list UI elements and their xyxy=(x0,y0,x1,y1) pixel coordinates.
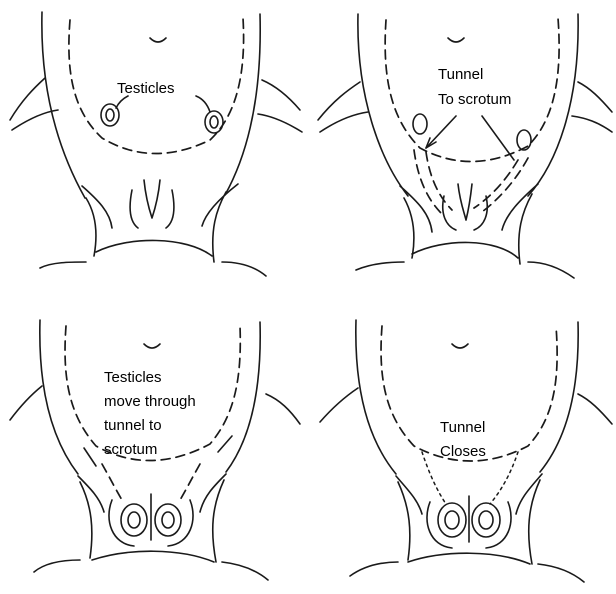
crotch-line xyxy=(356,242,574,278)
testicle-left-inner xyxy=(106,109,114,121)
tunnel-opening-left xyxy=(84,448,96,466)
arm-line-left xyxy=(10,386,42,420)
abdomen-outline-left xyxy=(42,12,85,198)
testicle-right-inner xyxy=(162,512,174,528)
arm-line-left xyxy=(320,388,358,422)
panel-bottom-left-label-line-4: scrotum xyxy=(104,441,157,458)
abdomen-outline-left xyxy=(358,14,408,196)
pointer-line-left xyxy=(426,116,456,148)
abdomen-outline-left xyxy=(40,320,78,474)
panel-bottom-left-label-line-1: Testicles xyxy=(104,369,162,386)
crotch-line xyxy=(34,551,268,580)
abdomen-outline-right xyxy=(225,14,260,195)
navel-icon xyxy=(448,38,464,42)
panel-top-right: Tunnel To scrotum xyxy=(318,14,612,278)
panel-bottom-right: Tunnel Closes xyxy=(320,320,612,582)
testicle-right-inner xyxy=(479,511,493,529)
tunnel-right xyxy=(180,464,200,500)
panel-bottom-left-label-line-2: move through xyxy=(104,393,196,410)
navel-icon xyxy=(150,38,166,42)
thigh-line-right xyxy=(213,192,226,262)
testicle-right xyxy=(472,503,500,537)
tunnel-left-inner xyxy=(426,152,452,210)
panel-bottom-left-label-line-3: tunnel to xyxy=(104,417,162,434)
testicle-left xyxy=(413,114,427,134)
testicle-left xyxy=(121,504,147,536)
arm-line-right xyxy=(262,80,300,110)
thigh-line-right xyxy=(519,194,532,264)
abdomen-outline-right xyxy=(540,322,578,472)
testicle-right-inner xyxy=(210,116,218,128)
arm-line-right xyxy=(266,394,300,424)
pointer-line-left xyxy=(116,96,128,108)
panel-top-left: Testicles xyxy=(10,12,302,276)
crotch-line xyxy=(40,240,266,276)
panel-bottom-right-label-line-1: Tunnel xyxy=(440,419,485,436)
arm-line-left xyxy=(318,82,360,120)
testicle-left xyxy=(438,503,466,537)
testicle-right xyxy=(517,130,531,150)
abdomen-outline-right xyxy=(528,14,578,196)
abdomen-outline-right xyxy=(226,322,260,472)
pointer-line-right xyxy=(196,96,210,112)
thigh-line-left xyxy=(86,198,96,256)
tunnel-opening-right xyxy=(218,436,232,452)
navel-icon xyxy=(452,344,468,348)
navel-icon xyxy=(144,344,160,348)
tunnel-left xyxy=(102,464,122,500)
thigh-line-left xyxy=(404,198,414,258)
arm-line-left-lower xyxy=(320,112,368,132)
pointer-line-right xyxy=(482,116,514,160)
closed-tunnel-right xyxy=(490,452,518,504)
panel-top-right-label-line-2: To scrotum xyxy=(438,91,511,108)
cavity-dashed-outline xyxy=(385,18,559,162)
groin-outline xyxy=(78,474,226,512)
panel-bottom-left: Testicles move through tunnel to scrotum xyxy=(10,320,300,580)
testicle-left-inner xyxy=(128,512,140,528)
testicle-left-inner xyxy=(445,511,459,529)
testicle-right xyxy=(205,111,223,133)
scrotum-outline xyxy=(427,496,511,548)
arm-line-right-lower xyxy=(258,114,302,132)
panel-top-right-label-line-1: Tunnel xyxy=(438,66,483,83)
panel-bottom-right-label-line-2: Closes xyxy=(440,443,486,460)
thigh-line-left xyxy=(398,482,410,560)
cavity-dashed-outline xyxy=(381,326,557,461)
arm-line-right-lower xyxy=(572,116,612,132)
genital-outline xyxy=(130,180,174,228)
testicle-right xyxy=(155,504,181,536)
arm-line-right xyxy=(578,394,612,424)
arm-line-left xyxy=(10,78,45,120)
tunnel-right-outer xyxy=(482,158,528,212)
thigh-line-right xyxy=(213,480,224,562)
thigh-line-left xyxy=(80,482,92,558)
thigh-line-right xyxy=(529,480,540,564)
abdomen-outline-left xyxy=(356,320,396,474)
panel-top-left-label-line-1: Testicles xyxy=(117,80,175,97)
crotch-line xyxy=(350,553,584,582)
arm-line-right xyxy=(578,82,612,112)
